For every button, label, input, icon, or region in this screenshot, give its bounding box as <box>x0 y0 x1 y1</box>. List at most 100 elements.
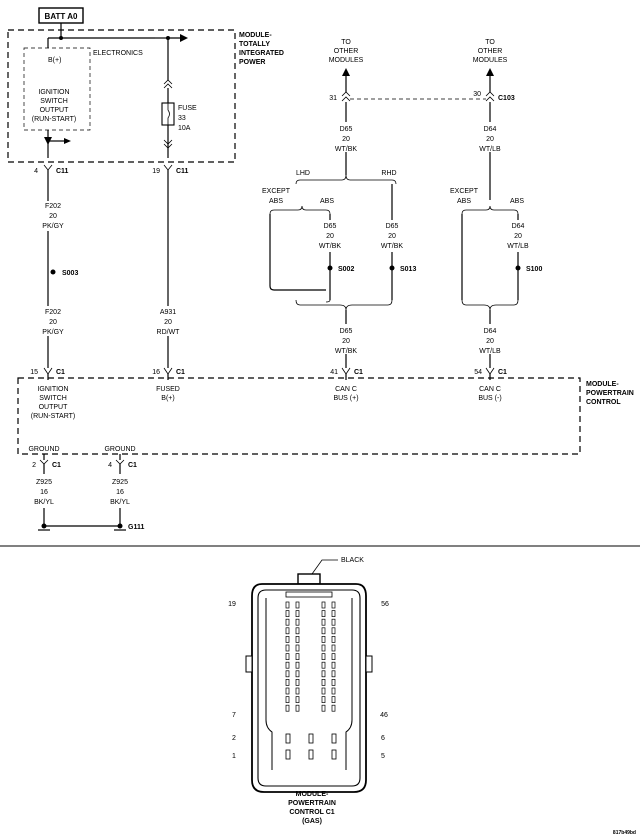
svg-text:WT/BK: WT/BK <box>319 243 341 250</box>
svg-text:2: 2 <box>32 462 36 469</box>
wire-d65-label-d: D65 20 WT/BK <box>334 324 360 355</box>
svg-text:C11: C11 <box>176 168 189 175</box>
connector-cavity <box>295 661 300 669</box>
connector-pin-grid <box>285 601 337 760</box>
connector-cavity <box>331 670 336 678</box>
lhd-abs-merge <box>325 290 331 303</box>
svg-text:16: 16 <box>116 489 124 496</box>
wire-z925-label-1: Z925 16 BK/YL <box>34 479 54 506</box>
wire-d64-label-b: D64 20 WT/LB <box>507 223 529 250</box>
splice-s002-label: S002 <box>338 266 354 273</box>
a931-label: A931 20 RD/WT <box>157 309 181 336</box>
fuse-connector-lower <box>163 139 173 149</box>
svg-text:20: 20 <box>326 233 334 240</box>
f202-label-lower: F202 20 PK/GY <box>42 309 64 336</box>
abs-bracket-2 <box>461 205 519 215</box>
connector-cavity <box>295 610 300 617</box>
svg-text:20: 20 <box>342 338 350 345</box>
svg-text:INTEGRATED: INTEGRATED <box>239 50 284 57</box>
tipm-ignition-label: IGNITION SWITCH OUTPUT (RUN-START) <box>32 89 76 123</box>
connector-cavity <box>295 618 300 626</box>
abs-label-1: ABS <box>320 198 334 205</box>
svg-text:SWITCH: SWITCH <box>40 98 68 105</box>
to-other-modules-1: TO OTHER MODULES <box>329 39 364 64</box>
svg-text:PK/GY: PK/GY <box>42 329 64 336</box>
svg-text:(RUN-START): (RUN-START) <box>32 116 76 123</box>
svg-text:FUSED: FUSED <box>156 386 180 393</box>
to-other-modules-2: TO OTHER MODULES <box>473 39 508 64</box>
connector-cavity <box>285 696 290 703</box>
connector-large-cavity <box>285 733 291 744</box>
svg-text:16: 16 <box>40 489 48 496</box>
connector-c11-pin4: 4 C11 <box>34 164 69 175</box>
connector-c103-pin30: 30 C103 <box>473 91 515 102</box>
figure-code: 817b49bd <box>613 830 636 836</box>
svg-text:D65: D65 <box>340 126 353 133</box>
svg-text:TO: TO <box>341 39 351 46</box>
electronics-label: ELECTRONICS <box>93 50 143 57</box>
connector-large-cavity <box>331 733 337 744</box>
svg-text:MODULES: MODULES <box>329 57 364 64</box>
except-abs-label-1: EXCEPT ABS <box>262 188 291 205</box>
pcm-can-minus-label: CAN C BUS (-) <box>478 386 501 402</box>
connector-cavity <box>295 704 300 712</box>
bus-to-fuse-wire <box>47 37 180 48</box>
ground-label-1: GROUND <box>28 446 59 453</box>
a931-label-mask <box>155 306 181 336</box>
svg-text:54: 54 <box>474 369 482 376</box>
pcm-fused-label: FUSED B(+) <box>156 386 180 402</box>
svg-text:41: 41 <box>330 369 338 376</box>
abs-bracket-1 <box>269 205 331 215</box>
connector-c1-pin16: 16 C1 <box>152 367 185 376</box>
svg-text:F202: F202 <box>45 203 61 210</box>
connector-cavity <box>321 687 326 695</box>
wire-d65-label-a: D65 20 WT/BK <box>334 122 360 153</box>
svg-text:C1: C1 <box>498 369 507 376</box>
svg-text:MODULE-: MODULE- <box>239 32 272 39</box>
svg-text:OUTPUT: OUTPUT <box>40 107 70 114</box>
batt-label: BATT A0 <box>45 12 78 21</box>
svg-text:20: 20 <box>49 213 57 220</box>
svg-text:30: 30 <box>473 91 481 98</box>
svg-text:BUS (+): BUS (+) <box>333 395 358 402</box>
ground-dot-1 <box>41 523 47 529</box>
svg-text:D64: D64 <box>512 223 525 230</box>
svg-text:(RUN-START): (RUN-START) <box>31 413 75 420</box>
svg-text:SWITCH: SWITCH <box>39 395 67 402</box>
connector-cavity <box>321 704 326 712</box>
splice-s100-label: S100 <box>526 266 542 273</box>
connector-cavity <box>285 704 290 712</box>
svg-text:16: 16 <box>152 369 160 376</box>
svg-text:CONTROL: CONTROL <box>586 399 621 406</box>
svg-text:15: 15 <box>30 369 38 376</box>
connector-cavity <box>321 679 326 686</box>
connector-cavity <box>331 644 336 652</box>
svg-text:OTHER: OTHER <box>478 48 503 55</box>
connector-cavity <box>285 610 290 617</box>
svg-text:20: 20 <box>514 233 522 240</box>
svg-text:10A: 10A <box>178 125 191 132</box>
connector-c11-pin19: 19 C11 <box>152 164 189 175</box>
tipm-module-title: MODULE- TOTALLY INTEGRATED POWER <box>239 32 284 66</box>
svg-text:C1: C1 <box>354 369 363 376</box>
pcm-can-plus-label: CAN C BUS (+) <box>333 386 358 402</box>
connector-cavity <box>321 661 326 669</box>
connector-pin-2: 2 <box>232 735 236 742</box>
connector-cavity <box>285 670 290 678</box>
svg-text:BK/YL: BK/YL <box>34 499 54 506</box>
connector-large-cavity <box>331 749 337 760</box>
connector-pin-1: 1 <box>232 753 236 760</box>
f202-label-upper-text: F202 20 PK/GY <box>42 203 64 230</box>
ground-g111-label: G111 <box>128 524 144 531</box>
svg-text:BUS (-): BUS (-) <box>478 395 501 402</box>
svg-text:D65: D65 <box>324 223 337 230</box>
svg-text:Z925: Z925 <box>112 479 128 486</box>
connector-cavity <box>321 670 326 678</box>
svg-text:31: 31 <box>329 95 337 102</box>
svg-text:RD/WT: RD/WT <box>157 329 181 336</box>
svg-text:C11: C11 <box>56 168 69 175</box>
svg-text:4: 4 <box>108 462 112 469</box>
svg-text:F202: F202 <box>45 309 61 316</box>
connector-pin-19: 19 <box>228 601 236 608</box>
wire-d64-label-c: D64 20 WT/LB <box>478 324 504 355</box>
